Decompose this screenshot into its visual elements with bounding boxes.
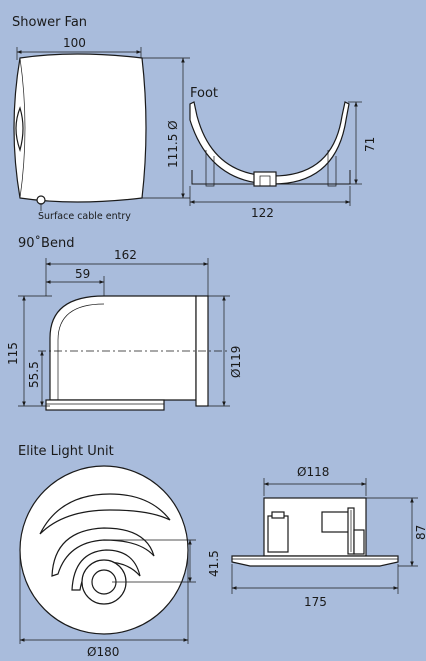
- bend-title: 90˚Bend: [18, 235, 74, 251]
- bend-bottom-flange: [45, 399, 165, 411]
- side-top-diameter-label: Ø118: [297, 465, 329, 479]
- bend-center-label: 55.5: [27, 361, 41, 388]
- fan-body: [13, 53, 147, 203]
- light-offset-label: 41.5: [207, 550, 221, 577]
- side-component-right: [353, 529, 365, 555]
- cable-entry-note: Surface cable entry: [38, 211, 131, 222]
- fan-width-label: 100: [63, 36, 86, 50]
- foot-cradle: [189, 101, 350, 185]
- side-flange: [231, 555, 399, 567]
- bend-height-label: 115: [6, 342, 20, 365]
- fan-knob: [15, 106, 24, 152]
- side-component-top: [271, 511, 285, 519]
- light-unit-side: Ø118 87 175: [231, 465, 426, 609]
- foot-height-label: 71: [363, 137, 377, 152]
- light-unit-plan: Elite Light Unit 41.5 Ø180: [18, 444, 221, 659]
- shower-fan-title: Shower Fan: [12, 15, 87, 30]
- side-flange-label: 175: [304, 595, 327, 609]
- foot-left-leg: [205, 150, 215, 187]
- foot-drawing: Foot 71 122: [189, 86, 377, 220]
- foot-width-label: 122: [251, 206, 274, 220]
- bend-drawing: 90˚Bend 162 59 115 55.5 Ø119: [6, 235, 243, 411]
- bend-offset-label: 59: [75, 267, 90, 281]
- side-bracket: [321, 511, 351, 533]
- cable-entry-hole: [36, 195, 46, 205]
- shower-fan-drawing: Shower Fan 100 Surface cable entry 111.5…: [12, 15, 190, 222]
- foot-center-clip-inner: [259, 175, 271, 187]
- bend-length-label: 162: [114, 248, 137, 262]
- light-diameter-label: Ø180: [87, 645, 119, 659]
- bend-elbow-inner-line: [57, 303, 105, 400]
- light-top-crescent: [39, 493, 171, 535]
- foot-right-leg: [327, 150, 337, 187]
- foot-center-clip: [253, 171, 277, 187]
- fan-diameter-label: 111.5 Ø: [166, 120, 180, 168]
- foot-title: Foot: [190, 86, 218, 101]
- light-unit-title: Elite Light Unit: [18, 444, 114, 459]
- side-component-left: [267, 515, 289, 553]
- side-height-label: 87: [414, 525, 426, 540]
- bend-elbow-body: [49, 295, 197, 401]
- fan-front-face: [19, 57, 26, 199]
- bend-diameter-label: Ø119: [229, 346, 243, 378]
